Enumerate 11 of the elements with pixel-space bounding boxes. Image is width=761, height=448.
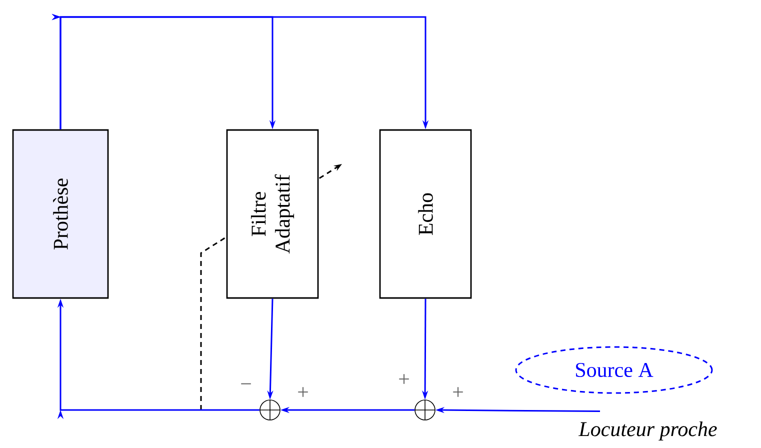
sign-label: + xyxy=(453,387,463,397)
arrow xyxy=(52,14,429,130)
sign-label: + xyxy=(399,374,409,384)
process-box: Filtre Adaptatif xyxy=(226,129,319,299)
summing-junction xyxy=(260,400,280,420)
process-box: Echo xyxy=(379,129,472,299)
process-box: Prothèse xyxy=(12,129,109,299)
sign-label: + xyxy=(298,387,308,397)
sign-label: − xyxy=(241,383,251,384)
input-label: Locuteur proche xyxy=(578,421,717,441)
summing-junction xyxy=(414,400,436,420)
